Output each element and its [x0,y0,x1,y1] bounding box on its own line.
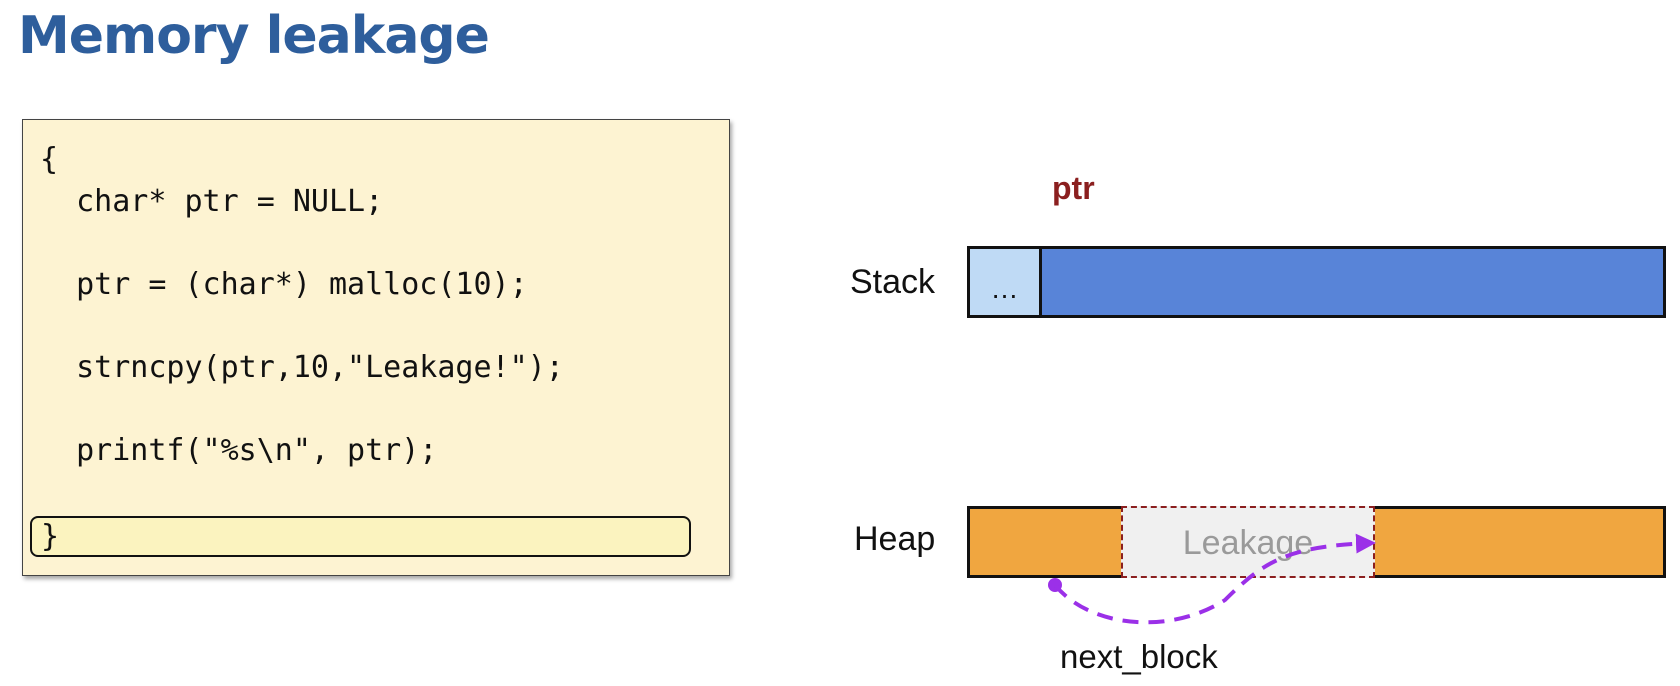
closing-brace-highlight: } [30,516,691,557]
heap-bar: Leakage [967,506,1666,578]
code-line-declare-ptr: char* ptr = NULL; [40,184,384,219]
code-panel: { char* ptr = NULL; ptr = (char*) malloc… [22,119,730,576]
heap-label: Heap [854,520,936,558]
slide-title: Memory leakage [18,6,490,66]
stack-bar: … [967,246,1666,318]
stack-ptr-cell: … [970,249,1042,315]
code-line-strncpy: strncpy(ptr,10,"Leakage!"); [40,350,564,385]
stack-label: Stack [850,263,936,301]
code-line-close-brace: } [41,519,60,554]
arrow-origin-dot [1048,578,1062,592]
next-block-label: next_block [1060,638,1218,675]
ptr-label: ptr [1052,170,1095,206]
code-line-printf: printf("%s\n", ptr); [40,433,438,468]
code-line-open-brace: { [40,142,59,177]
code-line-malloc: ptr = (char*) malloc(10); [40,267,528,302]
leak-label: Leakage [1182,524,1314,562]
leaked-block: Leakage [1121,506,1375,578]
